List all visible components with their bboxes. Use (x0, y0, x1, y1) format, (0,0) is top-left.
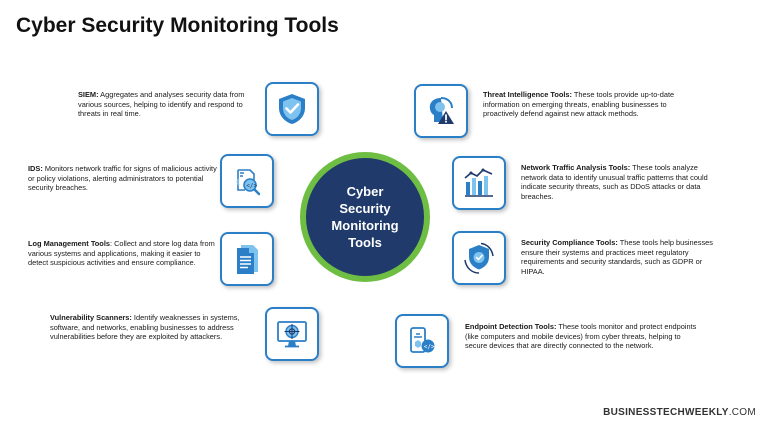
center-line-2: Security (339, 201, 391, 216)
center-line-3: Monitoring (331, 218, 399, 233)
code-search-icon: </> (236, 169, 261, 196)
network-traffic-description: Network Traffic Analysis Tools: These to… (521, 163, 721, 201)
document-icon (237, 245, 258, 274)
chart-analysis-icon (464, 168, 493, 197)
siem-icon-box (265, 82, 319, 136)
endpoint-detection-description: Endpoint Detection Tools: These tools mo… (465, 322, 700, 351)
shield-cycle-icon (464, 242, 494, 274)
brain-warning-icon (429, 97, 454, 124)
device-code-icon: </> (410, 327, 435, 353)
threat-intelligence-name: Threat Intelligence Tools: (483, 90, 572, 99)
siem-name: SIEM: (78, 90, 99, 99)
brand-domain: .COM (728, 407, 756, 418)
page-title: Cyber Security Monitoring Tools (16, 14, 339, 37)
siem-description: SIEM: Aggregates and analyses security d… (78, 90, 258, 119)
log-management-text: : Collect and store log data from variou… (28, 239, 215, 268)
security-compliance-name: Security Compliance Tools: (521, 238, 618, 247)
center-line-4: Tools (348, 235, 382, 250)
network-traffic-icon-box (452, 156, 506, 210)
log-management-icon-box (220, 232, 274, 286)
shield-check-icon (279, 94, 305, 124)
vulnerability-scanners-description: Vulnerability Scanners: Identify weaknes… (50, 313, 245, 342)
security-compliance-description: Security Compliance Tools: These tools h… (521, 238, 721, 276)
monitor-target-icon (277, 321, 307, 348)
vulnerability-scanners-text: Identify weaknesses in systems, software… (50, 313, 240, 342)
ids-icon-box: </> (220, 154, 274, 208)
ids-description: IDS: Monitors network traffic for signs … (28, 164, 218, 193)
network-traffic-name: Network Traffic Analysis Tools: (521, 163, 631, 172)
vulnerability-scanners-name: Vulnerability Scanners: (50, 313, 132, 322)
security-compliance-icon-box (452, 231, 506, 285)
vulnerability-scanners-icon-box (265, 307, 319, 361)
endpoint-detection-name: Endpoint Detection Tools: (465, 322, 557, 331)
svg-text:</>: </> (424, 344, 435, 351)
log-management-name: Log Management Tools (28, 239, 110, 248)
center-circle: Cyber Security Monitoring Tools (300, 152, 430, 282)
brand-watermark: BUSINESSTECHWEEKLY.COM (603, 407, 756, 418)
endpoint-detection-text: These tools monitor and protect endpoint… (465, 322, 697, 351)
log-management-description: Log Management Tools: Collect and store … (28, 239, 218, 268)
center-label: Cyber Security Monitoring Tools (306, 158, 424, 276)
siem-text: Aggregates and analyses security data fr… (78, 90, 245, 119)
security-compliance-text: These tools help businesses ensure their… (521, 238, 713, 276)
center-line-1: Cyber (346, 184, 384, 199)
network-traffic-text: These tools analyze network data to iden… (521, 163, 708, 201)
svg-text:</>: </> (246, 183, 257, 190)
ids-text: Monitors network traffic for signs of ma… (28, 164, 217, 193)
threat-intelligence-icon-box (414, 84, 468, 138)
endpoint-detection-icon-box: </> (395, 314, 449, 368)
brand-name: BUSINESSTECHWEEKLY (603, 407, 729, 418)
threat-intelligence-description: Threat Intelligence Tools: These tools p… (483, 90, 683, 119)
threat-intelligence-text: These tools provide up-to-date informati… (483, 90, 675, 119)
ids-name: IDS: (28, 164, 43, 173)
